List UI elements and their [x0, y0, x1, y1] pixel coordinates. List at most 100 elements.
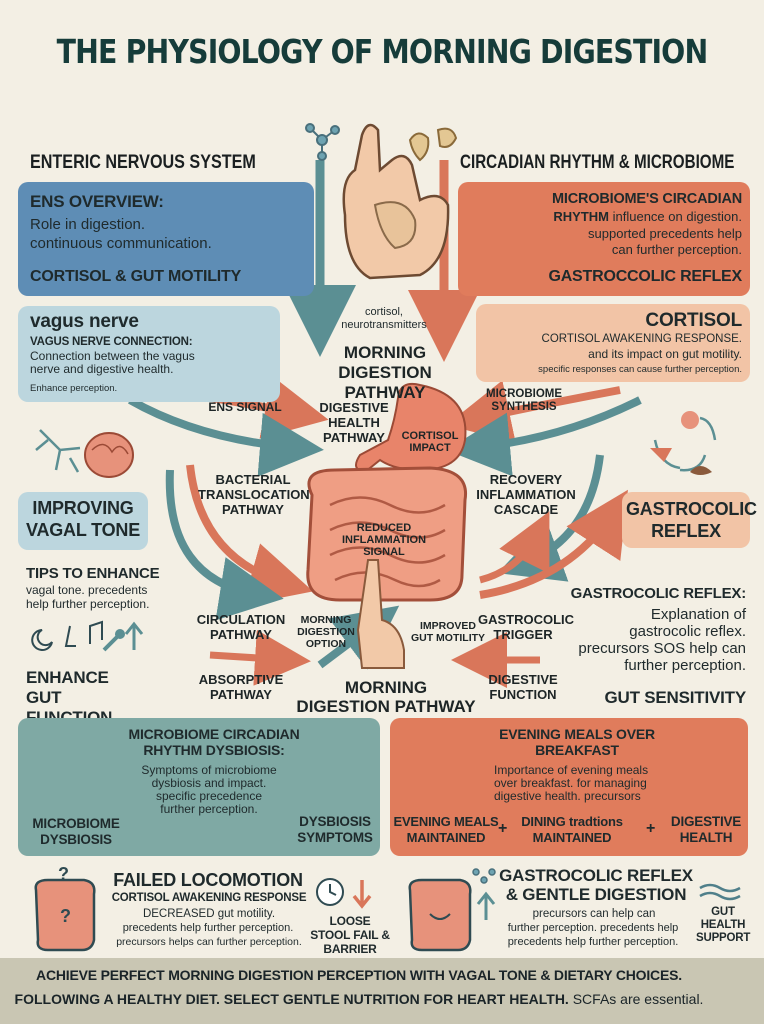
- question-icon-4: ?: [58, 864, 69, 884]
- page-title: THE PHYSIOLOGY OF MORNING DIGESTION: [56, 32, 709, 71]
- evening-meals-panel: [390, 718, 748, 856]
- absorptive-label: ABSORPTIVE PATHWAY: [198, 672, 284, 702]
- plus-icon-2: +: [646, 820, 656, 837]
- gastro-line2: gastrocolic reflex.: [629, 623, 746, 640]
- dysbiosis-panel: [18, 718, 380, 856]
- cortisol-neuro-label: cortisol, neurotransmitters: [341, 306, 427, 331]
- reduced-label: REDUCED INFLAMMATION SIGNAL: [341, 522, 427, 558]
- gentle-title2: & GENTLE DIGESTION: [505, 885, 687, 904]
- digestive-health-item: DIGESTIVE HEALTH: [670, 814, 742, 845]
- teal-line1: Symptoms of microbiome: [141, 763, 277, 777]
- arrow-circulation: [209, 629, 311, 686]
- improved-label: IMPROVED GUT MOTILITY: [410, 620, 486, 644]
- cortisol-small: specific responses can cause further per…: [538, 364, 742, 375]
- orange-title1: EVENING MEALS OVER: [499, 726, 655, 742]
- failed-locomotion-title: FAILED LOCOMOTION: [113, 870, 303, 890]
- gastro-box-label: GASTROCOLIC REFLEX: [626, 499, 757, 541]
- molecule-icon-3: [472, 868, 496, 884]
- hand-icon: [342, 123, 450, 280]
- ens-overview-panel: [18, 182, 314, 296]
- tips-title: TIPS TO ENHANCE: [26, 565, 160, 582]
- cashew-icon: [408, 132, 430, 162]
- vagus-small: Enhance perception.: [30, 383, 118, 394]
- orange-line2: over breakfast. for managing: [494, 776, 647, 790]
- teal-title1: MICROBIOME CIRCADIAN: [128, 726, 300, 742]
- gut-sensitivity: GUT SENSITIVITY: [604, 688, 746, 707]
- gastro-colon: GASTROCOLIC REFLEX:: [570, 585, 747, 602]
- timer-icon: [316, 878, 344, 906]
- arrow-recovery-orange: [479, 511, 550, 584]
- brain-icon-3: [84, 432, 134, 478]
- microbiome-synthesis-label: MICROBIOME SYNTHESIS: [485, 388, 563, 413]
- finger-icon: [356, 559, 405, 669]
- wave-icon: [699, 883, 741, 901]
- failed-line1: DECREASED gut motility.: [142, 908, 276, 920]
- cortisol-sub: CORTISOL AWAKENING RESPONSE.: [541, 333, 742, 345]
- micro-title2-bold: RHYTHM: [553, 209, 610, 224]
- section-enteric: ENTERIC NERVOUS SYSTEM: [30, 152, 256, 173]
- mic-icon: [102, 634, 120, 652]
- teal-line2: dysbiosis and impact.: [151, 776, 267, 790]
- tips-line1: vagal tone. precedents: [26, 583, 148, 597]
- plus-icon: +: [498, 820, 508, 837]
- failed-line3: precursors helps can further perception.: [116, 936, 302, 948]
- microbiome-dysbiosis-label: MICROBIOME DYSBIOSIS: [32, 816, 120, 847]
- gut-health-support: GUT HEALTH SUPPORT: [696, 906, 751, 944]
- vagus-line2: nerve and digestive health.: [30, 362, 174, 376]
- cashew-icon-2: [436, 127, 458, 148]
- arrow-left-teal-curve: [165, 469, 284, 621]
- vagus-line1: Connection between the vagus: [30, 349, 195, 363]
- arrow-down-icon: [352, 880, 372, 909]
- question-icon-5: ?: [60, 906, 71, 926]
- improving-vagal-tone: IMPROVING VAGAL TONE: [25, 498, 141, 540]
- gastro-trigger-label: GASTROCOLIC TRIGGER: [478, 612, 575, 642]
- orange-title2: BREAKFAST: [535, 742, 619, 758]
- music-icon: [89, 620, 103, 644]
- nose-icon: [64, 625, 76, 647]
- section-circadian: CIRCADIAN RHYTHM & MICROBIOME: [460, 152, 735, 173]
- vagus-panel: [18, 306, 280, 402]
- orange-line1: Importance of evening meals: [494, 763, 649, 777]
- evening-meals-maintained: EVENING MEALS MAINTAINED: [393, 814, 499, 845]
- intestine-happy-icon: [408, 878, 472, 952]
- improving-vagal-panel: [18, 492, 148, 550]
- cortisol-line: and its impact on gut motility.: [588, 347, 742, 361]
- footer-line2: FOLLOWING A HEALTHY DIET. SELECT GENTLE …: [14, 991, 704, 1007]
- arrow-up-icon: [124, 621, 144, 650]
- gastro-line1: Explanation of: [650, 606, 746, 623]
- morning-pathway-label: MORNING DIGESTION PATHWAY: [338, 343, 432, 402]
- tips-line2: help further perception.: [26, 597, 150, 611]
- teal-line4: further perception.: [160, 802, 258, 816]
- arrow-gastro: [479, 489, 628, 599]
- micro-title2-rest: influence on digestion.: [609, 209, 742, 224]
- teal-line3: specific precedence: [155, 789, 263, 803]
- digestive-health-label: DIGESTIVE HEALTH PATHWAY: [319, 400, 389, 445]
- orange-line3: digestive health. precursors: [494, 789, 641, 803]
- arrow-ens-signal-teal: [128, 396, 324, 477]
- footer-line2-rest: SCFAs are essential.: [568, 991, 704, 1007]
- gentle-line2: further perception. precedents help: [507, 922, 679, 934]
- cortisol-panel: [476, 304, 750, 382]
- enhance-gut: ENHANCE GUT FUNCTION: [26, 668, 112, 727]
- cortisol-impact-label: CORTISOL IMPACT: [401, 430, 459, 454]
- gastro-reflex-label: GASTROCCOLIC REFLEX: [548, 268, 742, 285]
- dysbiosis-symptoms-label: DYSBIOSIS SYMPTOMS: [297, 814, 373, 845]
- intestine-icon: [306, 466, 468, 602]
- cycle-icon: [650, 411, 717, 475]
- failed-line2: precedents help further perception.: [122, 922, 294, 934]
- molecule-icon: [305, 123, 340, 161]
- micro-title2: RHYTHM influence on digestion.: [548, 209, 742, 224]
- morning-bottom-label: MORNING DIGESTION PATHWAY: [296, 678, 476, 716]
- dining-traditions: DINING tradtions MAINTAINED: [521, 814, 623, 845]
- micro-line4: can further perception.: [611, 242, 742, 257]
- moon-icon: [31, 629, 53, 651]
- circulation-label: CIRCULATION PATHWAY: [196, 612, 286, 642]
- cortisol-title: CORTISOL: [645, 310, 742, 331]
- teal-title2: RHYTHM DYSBIOSIS:: [143, 742, 285, 758]
- footer-line1: ACHIEVE PERFECT MORNING DIGESTION PERCEP…: [36, 967, 682, 983]
- micro-line3: supported precedents help: [588, 226, 742, 241]
- morning-option-label: MORNING DIGESTION OPTION: [297, 614, 355, 650]
- ens-title: ENS OVERVIEW:: [30, 192, 164, 211]
- microbiome-panel: [458, 182, 750, 296]
- arrow-up-icon-2: [476, 891, 496, 920]
